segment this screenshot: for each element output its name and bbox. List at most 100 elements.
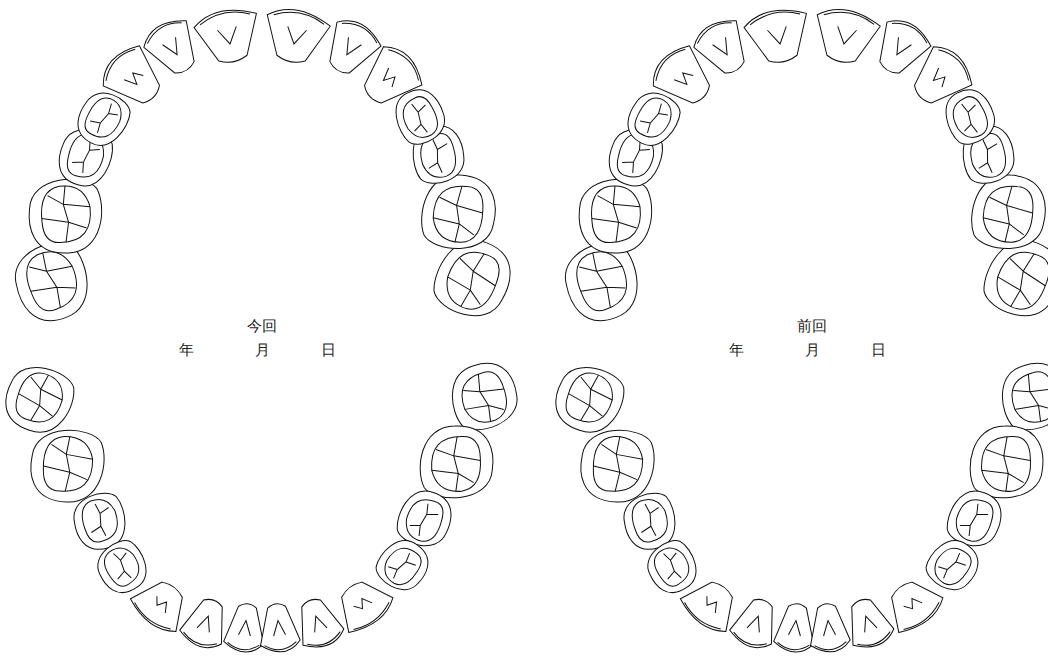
tooth <box>256 602 301 654</box>
occlusal-outline <box>43 436 94 492</box>
ridge-line <box>163 37 184 58</box>
incisal-edge <box>199 8 250 25</box>
occlusal-outline <box>431 436 482 492</box>
tooth-outline <box>256 602 301 654</box>
ridge-line <box>890 37 911 58</box>
occlusal-outline <box>562 368 619 428</box>
tooth <box>370 532 436 599</box>
tooth <box>809 4 882 68</box>
fissure-line <box>953 99 987 138</box>
fissure-line <box>432 184 485 244</box>
dental-chart <box>0 4 525 653</box>
tooth-outline <box>192 4 265 68</box>
occlusal-outline <box>378 542 425 591</box>
occlusal-outline <box>982 184 1035 244</box>
fissure-line <box>440 245 505 316</box>
tooth <box>420 173 498 252</box>
tooth-outline <box>969 425 1044 499</box>
tooth-outline <box>419 425 494 499</box>
fissure-line <box>385 547 420 584</box>
incisal-edge <box>777 642 809 652</box>
chart-title: 前回 <box>797 317 827 335</box>
tooth-outline <box>742 4 815 68</box>
fissure-line <box>456 368 513 428</box>
fissure-line <box>562 368 619 428</box>
incisal-edge <box>749 8 800 25</box>
tooth-outline <box>370 532 436 599</box>
tooth <box>259 4 332 68</box>
occlusal-outline <box>402 495 447 545</box>
cusp-line <box>903 595 922 613</box>
occlusal-outline <box>397 93 443 143</box>
tooth-outline <box>993 356 1048 437</box>
tooth-outline <box>30 429 105 503</box>
tooth <box>192 4 265 68</box>
occlusal-outline <box>952 495 997 545</box>
occlusal-outline <box>456 368 513 428</box>
fissure-line <box>403 99 437 138</box>
tooth <box>969 425 1044 499</box>
fissure-line <box>1006 368 1048 428</box>
incisal-edge <box>274 8 325 25</box>
tooth <box>289 593 347 653</box>
occlusal-outline <box>19 245 84 316</box>
cusp-line <box>380 68 400 88</box>
incisal-edge <box>732 632 767 650</box>
fissure-line <box>105 547 140 584</box>
occlusal-outline <box>981 436 1032 492</box>
ridge-line <box>310 614 328 632</box>
date-day: 日 <box>321 341 336 359</box>
ridge-line <box>340 37 361 58</box>
tooth <box>970 173 1048 252</box>
incisal-edge <box>265 642 297 652</box>
fissure-line <box>634 501 667 540</box>
fissure-line <box>84 501 117 540</box>
fissure-line <box>981 436 1032 492</box>
incisal-edge <box>227 642 259 652</box>
cusp-line <box>353 595 372 613</box>
occlusal-outline <box>439 245 504 316</box>
date-day: 日 <box>871 341 886 359</box>
date-year: 年 <box>729 341 744 359</box>
incisal-edge <box>682 602 721 633</box>
fissure-line <box>935 547 970 584</box>
occlusal-outline <box>989 245 1048 316</box>
incisal-edge <box>101 45 136 81</box>
fissure-line <box>87 99 121 138</box>
incisal-edge <box>182 632 217 650</box>
tooth <box>548 359 629 440</box>
incisal-edge <box>824 8 875 25</box>
occlusal-outline <box>78 495 123 545</box>
occlusal-outline <box>12 368 69 428</box>
fissure-line <box>40 184 93 244</box>
occlusal-outline <box>648 542 695 591</box>
tooth <box>993 356 1048 437</box>
incisal-edge <box>353 602 392 633</box>
tooth-outline <box>580 429 655 503</box>
tooth <box>920 532 986 599</box>
ridge-line <box>217 26 239 45</box>
fissure-line <box>408 501 441 540</box>
tooth-outline <box>289 593 347 653</box>
tooth <box>419 425 494 499</box>
cusp-line <box>702 595 721 613</box>
occlusal-outline <box>631 93 677 143</box>
tooth-outline <box>577 177 655 256</box>
ridge-line <box>238 620 252 636</box>
chart-title: 今回 <box>247 317 277 335</box>
cusp-line <box>674 68 694 88</box>
fissure-line <box>12 368 69 428</box>
tooth <box>30 429 105 503</box>
tooth-outline <box>806 602 851 654</box>
ridge-line <box>788 620 802 636</box>
occlusal-outline <box>98 542 145 591</box>
ridge-line <box>767 26 789 45</box>
tooth-outline <box>177 593 235 653</box>
fissure-line <box>43 436 94 492</box>
fissure-line <box>655 547 690 584</box>
tooth-outline <box>970 173 1048 252</box>
incisal-edge <box>132 602 171 633</box>
tooth-outline <box>420 173 498 252</box>
tooth <box>839 593 897 653</box>
cusp-line <box>124 68 144 88</box>
